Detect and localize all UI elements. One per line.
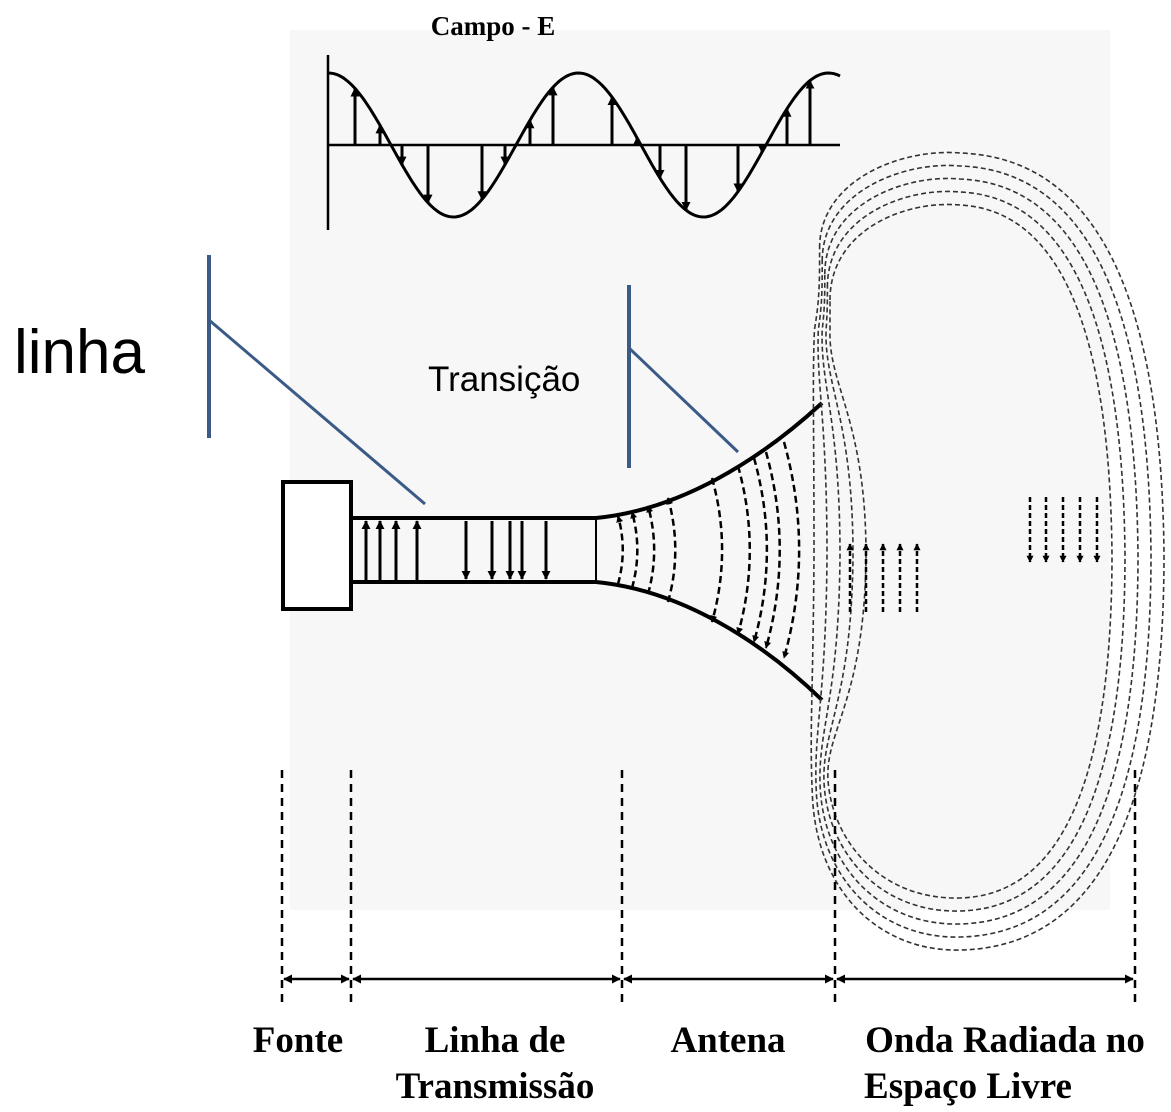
section-label-linha-1: Linha de	[425, 1020, 566, 1061]
antenna-arc	[764, 451, 781, 649]
transition-label: Transição	[428, 360, 580, 399]
source-box	[281, 480, 353, 611]
section-boundaries	[280, 770, 1137, 1002]
section-label-antena: Antena	[670, 1020, 785, 1061]
antenna-arc	[630, 511, 639, 589]
antenna-arc	[616, 515, 624, 585]
section-label-onda-1: Onda Radiada no	[865, 1020, 1145, 1061]
section-label-fonte: Fonte	[253, 1020, 343, 1061]
antenna-arc	[646, 505, 656, 595]
antenna-arc	[782, 441, 801, 659]
line-field-arrows	[361, 520, 551, 580]
figure-background	[290, 30, 1110, 910]
e-field-wave	[326, 55, 841, 230]
wave-loop	[819, 177, 1139, 925]
wave-loop	[827, 203, 1113, 899]
antenna-flare	[595, 401, 824, 702]
section-labels: Fonte Linha de Transmissão Antena Onda R…	[253, 1020, 1145, 1107]
transition-callout	[627, 285, 740, 468]
radiated-wave-loops	[810, 151, 1165, 951]
transition-callout-leader	[627, 346, 740, 454]
antenna-field-arcs	[616, 441, 801, 659]
transmission-line	[351, 516, 597, 584]
antenna-arc	[752, 457, 769, 643]
antenna-arc	[710, 477, 724, 623]
line-callout	[207, 255, 426, 506]
antenna-arc	[666, 497, 677, 603]
free-space-field-arrows	[846, 497, 1101, 612]
wave-title: Campo - E	[431, 11, 556, 41]
antenna-lower-arm	[595, 580, 824, 702]
line-callout-leader	[208, 318, 426, 506]
wave-loop	[815, 164, 1152, 938]
antenna-upper-arm	[595, 401, 824, 520]
sine-curve	[327, 71, 841, 219]
wave-field-arrows	[350, 79, 815, 212]
section-label-linha-2: Transmissão	[396, 1066, 595, 1107]
section-label-onda-2: Espaço Livre	[864, 1066, 1072, 1107]
antenna-arc	[736, 465, 752, 635]
wave-loop	[823, 190, 1126, 912]
line-label: linha	[14, 318, 146, 387]
